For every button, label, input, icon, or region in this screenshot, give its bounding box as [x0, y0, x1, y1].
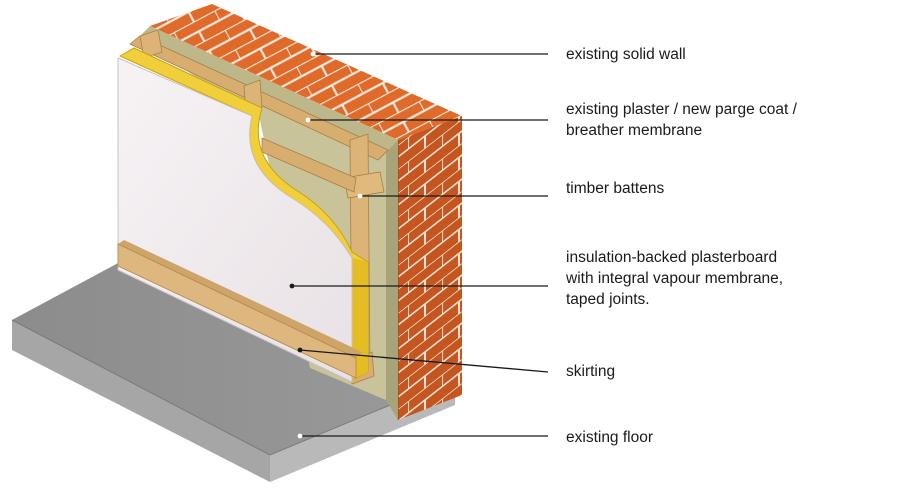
membrane-side	[386, 140, 398, 420]
label-existing-solid-wall: existing solid wall	[566, 46, 686, 63]
brick-top-face	[150, 4, 462, 140]
label-insulation-plasterboard: insulation-backed plasterboard with inte…	[565, 249, 787, 308]
label-plaster-membrane: existing plaster / new parge coat / brea…	[566, 101, 801, 139]
plasterboard-face	[117, 57, 353, 383]
label-existing-floor: existing floor	[566, 429, 653, 446]
label-timber-battens: timber battens	[566, 180, 664, 197]
label-skirting: skirting	[566, 363, 615, 380]
insulation-backed-plasterboard	[117, 57, 353, 383]
brick-side-face	[398, 116, 462, 420]
callout-labels: existing solid wall existing plaster / n…	[565, 46, 801, 446]
floor-top	[12, 262, 455, 455]
timber-battens	[129, 29, 389, 385]
floor-front	[12, 320, 270, 482]
leader-lines	[289, 51, 549, 439]
skirting-board	[117, 240, 362, 379]
